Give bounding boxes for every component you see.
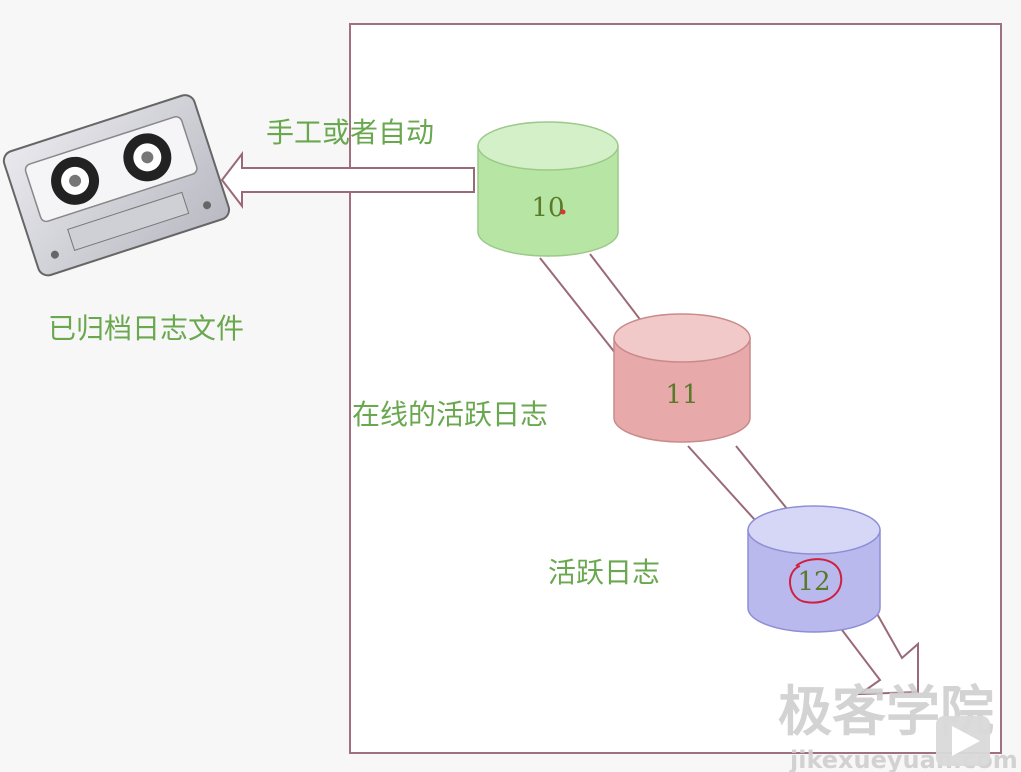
highlight-circle	[789, 558, 843, 604]
flow-arrow-10-11	[539, 253, 643, 355]
cursor-dot	[560, 209, 566, 215]
manual-or-auto-label: 手工或者自动	[266, 116, 434, 149]
next-log-arrow	[840, 610, 919, 696]
play-icon	[952, 726, 980, 756]
flow-arrow-11-12	[687, 445, 789, 531]
archived-log-label: 已归档日志文件	[48, 312, 244, 345]
log-cylinder-10: 10	[477, 121, 619, 257]
active-log-label: 活跃日志	[548, 556, 660, 589]
log-cylinder-12: 12	[747, 505, 881, 633]
archive-arrow	[220, 151, 475, 209]
cylinder-11-label: 11	[665, 380, 698, 410]
cylinder-12-label: 12	[797, 567, 830, 597]
log-cylinder-11: 11	[613, 313, 751, 443]
cylinder-10-label: 10	[531, 193, 564, 223]
cassette-tape-icon	[2, 94, 231, 277]
play-button[interactable]	[936, 716, 990, 766]
online-active-log-label: 在线的活跃日志	[352, 398, 548, 431]
